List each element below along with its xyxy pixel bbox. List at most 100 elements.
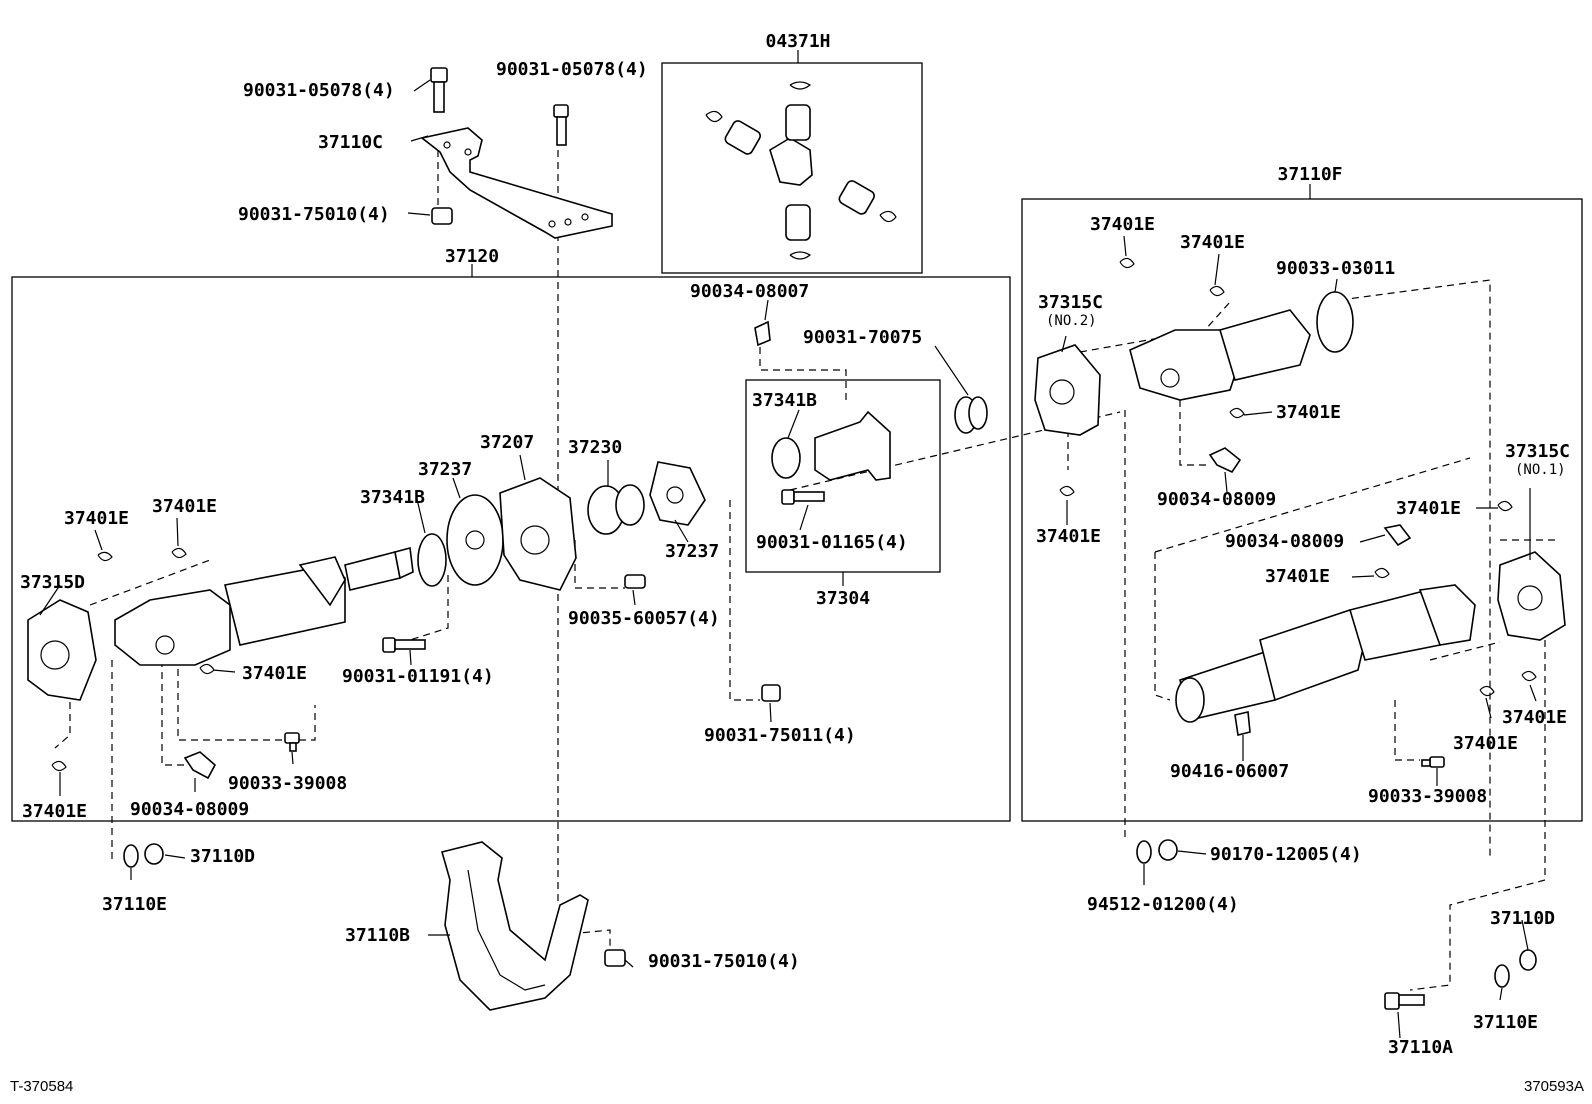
- bolt-90031-01165: [781, 489, 825, 505]
- front-shaft-box: [11, 276, 1011, 822]
- footer-left: T-370584: [10, 1078, 73, 1095]
- label-37315d: 37315D: [20, 572, 85, 593]
- nut-37110d-r: [1519, 949, 1537, 971]
- tube-rear-1: [1219, 309, 1311, 381]
- label-37401e-10: 37401E: [1265, 566, 1330, 587]
- label-90034-08009-r2: 90034-08009: [1225, 531, 1344, 552]
- uj-kit-box: [661, 62, 923, 274]
- label-37110e-l: 37110E: [102, 894, 167, 915]
- label-37110d-l: 37110D: [190, 846, 255, 867]
- seal-90033-03011: [1316, 291, 1354, 353]
- bolt-top-right: [553, 104, 569, 146]
- label-37341b: 37341B: [360, 487, 425, 508]
- flange-37237: [446, 494, 504, 586]
- label-37304: 37304: [816, 588, 870, 609]
- yoke-front: [114, 589, 231, 666]
- label-90033-03011: 90033-03011: [1276, 258, 1395, 279]
- clip-r1: [1119, 257, 1135, 269]
- label-37315c-no2: 37315C: [1038, 292, 1103, 313]
- support-37207: [499, 477, 577, 591]
- label-no1: (NO.1): [1515, 462, 1566, 478]
- washer-nut-center: [1136, 839, 1178, 864]
- label-37110b: 37110B: [345, 925, 410, 946]
- label-37120: 37120: [445, 246, 499, 267]
- shaft-front: [224, 546, 414, 646]
- flange-37237-b: [649, 461, 706, 526]
- label-90031-05078-left: 90031-05078(4): [243, 80, 395, 101]
- label-37401e-6: 37401E: [1180, 232, 1245, 253]
- label-37110e-r: 37110E: [1473, 1012, 1538, 1033]
- label-90031-01191: 90031-01191(4): [342, 666, 494, 687]
- washer-37110e-r: [1494, 964, 1510, 988]
- label-no2: (NO.2): [1046, 313, 1097, 329]
- label-37401e-1: 37401E: [64, 508, 129, 529]
- flange-37315d: [27, 599, 97, 701]
- label-37401e-9: 37401E: [1396, 498, 1461, 519]
- label-37401e-12: 37401E: [1453, 733, 1518, 754]
- label-37401e-2: 37401E: [152, 496, 217, 517]
- leader-lines: [39, 79, 1537, 1039]
- label-37401e-7: 37401E: [1276, 402, 1341, 423]
- bracket-37110c: [420, 127, 613, 239]
- bearing-housing-37304: [771, 410, 891, 481]
- label-90031-05078-right: 90031-05078(4): [496, 59, 648, 80]
- bolt-top-left: [430, 67, 448, 113]
- fitting-90034-08009-r: [1208, 447, 1242, 474]
- label-90031-70075: 90031-70075: [803, 327, 922, 348]
- flange-37315c-no2: [1034, 344, 1101, 436]
- label-90034-08007: 90034-08007: [690, 281, 809, 302]
- nut-top: [431, 207, 453, 225]
- label-37401e-5: 37401E: [1090, 214, 1155, 235]
- seal-90031-70075: [954, 396, 988, 434]
- label-37401e-8: 37401E: [1036, 526, 1101, 547]
- label-90034-08009-r: 90034-08009: [1157, 489, 1276, 510]
- label-90034-08009-l: 90034-08009: [130, 799, 249, 820]
- rear-shaft-box: [1021, 198, 1583, 822]
- label-90035-60057: 90035-60057(4): [568, 608, 720, 629]
- label-90033-39008-r: 90033-39008: [1368, 786, 1487, 807]
- support-37110b: [441, 841, 589, 1011]
- label-37230: 37230: [568, 437, 622, 458]
- label-04371h: 04371H: [765, 31, 830, 52]
- fitting-90416-06007: [1234, 711, 1251, 736]
- bearing-37230: [587, 484, 645, 535]
- label-37401e-3: 37401E: [242, 663, 307, 684]
- label-90033-39008-l: 90033-39008: [228, 773, 347, 794]
- label-37237-b: 37237: [665, 541, 719, 562]
- label-90031-01165: 90031-01165(4): [756, 532, 908, 553]
- label-90170-12005: 90170-12005(4): [1210, 844, 1362, 865]
- label-37110f: 37110F: [1277, 164, 1342, 185]
- fitting-90034-08009-r2: [1383, 524, 1412, 547]
- fitting-90033-39008-r: [1421, 756, 1445, 768]
- bolt-90031-01191: [382, 637, 426, 653]
- label-37401e-4: 37401E: [22, 801, 87, 822]
- label-37110d-r: 37110D: [1490, 908, 1555, 929]
- seal-37341b: [417, 533, 447, 587]
- label-37110a: 37110A: [1388, 1037, 1453, 1058]
- label-90031-75010-top: 90031-75010(4): [238, 204, 390, 225]
- grease-fitting-90034-08009-l: [183, 751, 217, 780]
- label-37207: 37207: [480, 432, 534, 453]
- fitting-90034-08007: [754, 320, 771, 347]
- label-90416-06007: 90416-06007: [1170, 761, 1289, 782]
- nut-90031-75011: [761, 684, 781, 702]
- shaft-rear-2: [1175, 584, 1476, 723]
- label-94512-01200: 94512-01200(4): [1087, 894, 1239, 915]
- label-90031-75010-bot: 90031-75010(4): [648, 951, 800, 972]
- clip-a: [97, 551, 113, 562]
- grease-fitting-90033-39008: [284, 732, 300, 752]
- label-37237-a: 37237: [418, 459, 472, 480]
- label-37315c-no1: 37315C: [1505, 441, 1570, 462]
- nut-90031-75010-bot: [604, 949, 626, 967]
- uj-kit-parts: [705, 81, 897, 260]
- footer-right: 370593A: [1524, 1078, 1584, 1095]
- flange-37315c-no1: [1497, 551, 1566, 641]
- label-37110c: 37110C: [318, 132, 383, 153]
- washer-nut-37110-l: [123, 843, 164, 868]
- label-37341b-box: 37341B: [752, 390, 817, 411]
- label-37401e-11: 37401E: [1502, 707, 1567, 728]
- label-90031-75011: 90031-75011(4): [704, 725, 856, 746]
- bolt-37110a: [1384, 992, 1425, 1010]
